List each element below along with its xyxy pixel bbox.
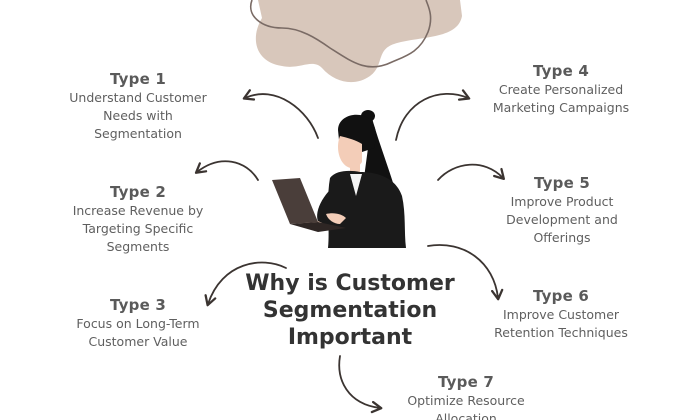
type-description-line: Needs with xyxy=(103,108,173,123)
type-item-2: Type 2 Increase Revenue by Targeting Spe… xyxy=(48,182,228,256)
type-description-line: Allocation xyxy=(435,411,497,420)
title-line-2: Segmentation xyxy=(262,298,438,323)
type-item-1: Type 1 Understand Customer Needs with Se… xyxy=(48,69,228,143)
type-description-line: Create Personalized xyxy=(498,82,624,97)
type-item-5: Type 5 Improve Product Development and O… xyxy=(472,173,652,247)
type-description-line: Improve Customer xyxy=(502,307,620,322)
type-title: Type 6 xyxy=(533,287,589,305)
type-item-3: Type 3 Focus on Long-Term Customer Value xyxy=(48,295,228,351)
type-description-line: Marketing Campaigns xyxy=(492,100,630,115)
type-title: Type 1 xyxy=(110,70,166,88)
type-description-line: Improve Product xyxy=(510,194,614,209)
title-line-1: Why is Customer xyxy=(245,271,455,296)
type-description-line: Customer Value xyxy=(88,334,188,349)
type-item-7: Type 7 Optimize Resource Allocation xyxy=(376,372,556,420)
type-description-line: Segmentation xyxy=(94,126,182,141)
type-description-line: Segments xyxy=(106,239,170,254)
type-description-line: Understand Customer xyxy=(69,90,207,105)
type-item-4: Type 4 Create Personalized Marketing Cam… xyxy=(466,61,656,117)
title-line-3: Important xyxy=(287,325,413,350)
arrow-type5 xyxy=(437,163,506,181)
decorative-blob xyxy=(249,0,462,83)
woman-with-laptop-illustration xyxy=(272,110,406,248)
type-description-line: Optimize Resource xyxy=(407,393,525,408)
type-description-line: Targeting Specific xyxy=(82,221,194,236)
type-title: Type 3 xyxy=(110,296,166,314)
type-title: Type 2 xyxy=(110,183,166,201)
arrow-type1 xyxy=(242,89,319,139)
type-title: Type 4 xyxy=(533,62,589,80)
arrow-type6 xyxy=(427,244,504,301)
type-description-line: Development and xyxy=(506,212,618,227)
type-description-line: Focus on Long-Term xyxy=(76,316,200,331)
type-item-6: Type 6 Improve Customer Retention Techni… xyxy=(466,286,656,342)
type-title: Type 7 xyxy=(438,373,494,391)
type-description-line: Increase Revenue by xyxy=(72,203,204,218)
type-description-line: Offerings xyxy=(533,230,591,245)
arrow-type4 xyxy=(395,89,471,141)
arrow-type7 xyxy=(338,355,383,414)
arrow-type2 xyxy=(194,160,259,181)
type-title: Type 5 xyxy=(534,174,590,192)
diagram-title: Why is Customer Segmentation Important xyxy=(235,270,465,351)
arrow-type3 xyxy=(204,261,287,307)
type-description-line: Retention Techniques xyxy=(494,325,628,340)
